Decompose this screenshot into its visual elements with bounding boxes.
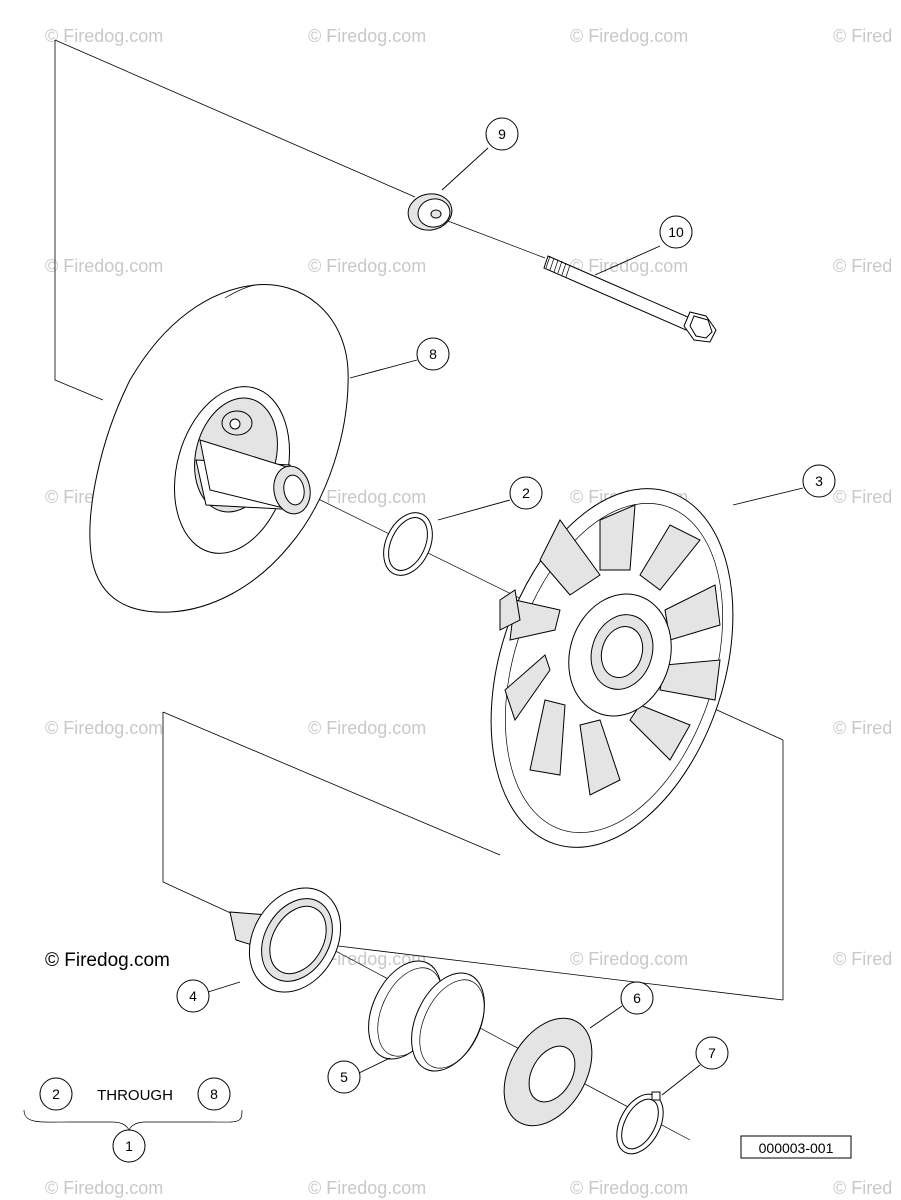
part-4-spring-cup bbox=[229, 887, 342, 993]
watermark: © Firedog.com bbox=[45, 26, 163, 46]
part-6-washer bbox=[503, 1017, 593, 1127]
callout-5[interactable]: 5 bbox=[327, 1060, 361, 1094]
watermark: © Fired bbox=[833, 256, 892, 276]
legend-to-callout[interactable]: 8 bbox=[197, 1077, 231, 1111]
callout-number: 4 bbox=[189, 988, 197, 1004]
watermark: © Fired bbox=[833, 1178, 892, 1198]
watermark: © Fired bbox=[833, 718, 892, 738]
legend-through-label: THROUGH bbox=[97, 1087, 173, 1104]
callout-number: 1 bbox=[125, 1138, 133, 1154]
lower-assembly-outline bbox=[162, 711, 784, 1001]
part-2-washer bbox=[383, 512, 433, 576]
callout-6[interactable]: 6 bbox=[620, 981, 654, 1015]
part-5-springs bbox=[368, 960, 485, 1072]
watermark: © Firedog.com bbox=[308, 949, 426, 969]
watermark: © Fired bbox=[833, 949, 892, 969]
callout-10[interactable]: 10 bbox=[659, 215, 693, 249]
callout-number: 8 bbox=[429, 346, 437, 362]
assembly-boundary-line bbox=[162, 712, 236, 916]
callout-2[interactable]: 2 bbox=[509, 476, 543, 510]
leader-lines bbox=[207, 147, 804, 1096]
callout-number: 10 bbox=[668, 224, 684, 240]
callout-number: 7 bbox=[708, 1045, 716, 1061]
upper-assembly-outline bbox=[54, 39, 784, 1000]
watermark: © Firedog.com bbox=[308, 26, 426, 46]
assembly-boundary-line bbox=[54, 40, 104, 401]
watermark: © Fired bbox=[833, 487, 892, 507]
callout-8[interactable]: 8 bbox=[416, 337, 450, 371]
assembly-boundary-line bbox=[329, 944, 784, 1001]
watermark: © Firedog.com bbox=[570, 26, 688, 46]
watermark: © Fired bbox=[833, 26, 892, 46]
callout-number: 2 bbox=[52, 1086, 60, 1102]
callout-number: 9 bbox=[498, 126, 506, 142]
callout-number: 6 bbox=[633, 990, 641, 1006]
figure-id: 000003-001 bbox=[759, 1140, 834, 1156]
legend-from-callout[interactable]: 2 bbox=[39, 1077, 73, 1111]
part-9-spacer bbox=[407, 193, 453, 231]
figure-id-box: 000003-001 bbox=[740, 1135, 852, 1159]
watermark: © Firedog.com bbox=[45, 1178, 163, 1198]
watermark: © Firedog.com bbox=[308, 487, 426, 507]
assembly-legend: 2 THROUGH 8 1 bbox=[23, 1077, 243, 1163]
legend-brace bbox=[23, 1109, 243, 1131]
callout-number: 8 bbox=[210, 1086, 218, 1102]
watermark: © Firedog.com bbox=[570, 256, 688, 276]
part-8-fixed-sheave bbox=[89, 283, 349, 613]
watermark: © Firedog.com bbox=[308, 718, 426, 738]
callout-4[interactable]: 4 bbox=[176, 979, 210, 1013]
assembly-boundary-line bbox=[54, 39, 416, 198]
callout-7[interactable]: 7 bbox=[695, 1036, 729, 1070]
watermark: © Firedog.com bbox=[570, 1178, 688, 1198]
assembly-boundary-line bbox=[162, 711, 501, 856]
callout-number: 5 bbox=[340, 1069, 348, 1085]
callout-number: 3 bbox=[815, 473, 823, 489]
axis-line bbox=[439, 217, 546, 259]
copyright-notice: © Firedog.com bbox=[45, 950, 170, 971]
part-10-bolt bbox=[543, 255, 717, 343]
axis-line bbox=[299, 931, 691, 1141]
callout-9[interactable]: 9 bbox=[485, 117, 519, 151]
watermark: © Firedog.com bbox=[45, 256, 163, 276]
watermark: © Firedog.com bbox=[570, 949, 688, 969]
watermark: © Firedog.com bbox=[308, 256, 426, 276]
legend-assembly-callout[interactable]: 1 bbox=[112, 1129, 146, 1163]
part-7-retaining-ring bbox=[616, 1091, 664, 1155]
watermark: © Firedog.com bbox=[45, 718, 163, 738]
callout-number: 2 bbox=[522, 485, 530, 501]
callout-3[interactable]: 3 bbox=[802, 464, 836, 498]
part-3-movable-sheave bbox=[490, 488, 734, 848]
watermark: © Firedog.com bbox=[308, 1178, 426, 1198]
